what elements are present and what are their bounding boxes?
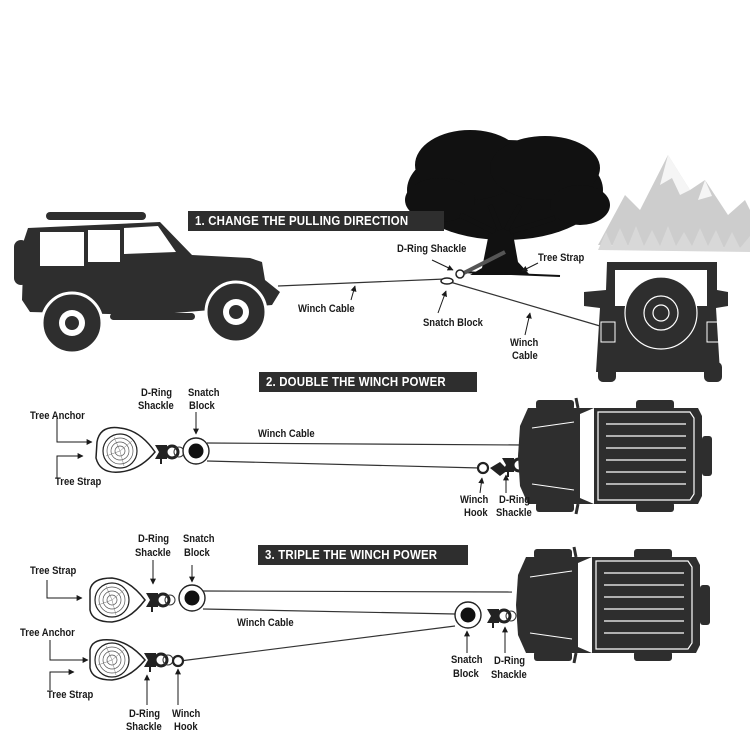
label-d-ring-vehicle-line2: Shackle	[491, 669, 527, 681]
label-d-ring-bottom-line2: Shackle	[126, 721, 162, 733]
label-winch-cable: Winch Cable	[258, 428, 315, 440]
label-d-ring-shackle: D-Ring Shackle	[397, 243, 467, 255]
label-snatch-block-line1: Snatch	[188, 387, 220, 399]
label-snatch-block-vehicle-line1: Snatch	[451, 654, 483, 666]
label-snatch-block-top-line2: Block	[184, 547, 210, 559]
label-tree-strap-bottom: Tree Strap	[47, 689, 94, 701]
label-tree-anchor: Tree Anchor	[30, 410, 85, 422]
label-snatch-block-top-line1: Snatch	[183, 533, 215, 545]
label-vehicle-d-ring-line2: Shackle	[496, 507, 532, 519]
label-snatch-block: Snatch Block	[423, 317, 483, 329]
label-d-ring-top-line2: Shackle	[135, 547, 171, 559]
label-winch-hook-line2: Hook	[174, 721, 198, 733]
label-winch-hook-line2: Hook	[464, 507, 488, 519]
mountain-illustration	[598, 155, 750, 252]
label-d-ring-top-line1: D-Ring	[138, 533, 170, 545]
label-d-ring-bottom-line1: D-Ring	[129, 708, 161, 720]
label-tree-strap-top: Tree Strap	[30, 565, 77, 577]
section3-title: 3. TRIPLE THE WINCH POWER	[265, 547, 438, 562]
label-d-ring-line1: D-Ring	[141, 387, 173, 399]
label-d-ring-line2: Shackle	[138, 400, 174, 412]
label-winch-hook-line1: Winch	[460, 494, 489, 506]
section2-rigging	[56, 396, 714, 516]
section3-rigging	[46, 545, 712, 705]
label-snatch-block-vehicle-line2: Block	[453, 668, 479, 680]
section2-title: 2. DOUBLE THE WINCH POWER	[266, 374, 446, 389]
label-winch-cable-line1: Winch	[510, 337, 539, 349]
label-d-ring-vehicle-line1: D-Ring	[494, 655, 526, 667]
label-winch-cable: Winch Cable	[237, 617, 294, 629]
section1-rigging	[277, 250, 601, 336]
jeep-rear-view	[584, 262, 728, 382]
label-tree-strap: Tree Strap	[538, 252, 585, 264]
jeep-side-view	[14, 212, 280, 355]
section1-title-banner: 1. CHANGE THE PULLING DIRECTION	[188, 211, 445, 231]
label-snatch-block-line2: Block	[189, 400, 215, 412]
label-tree-strap: Tree Strap	[55, 476, 102, 488]
label-winch-cable: Winch Cable	[298, 303, 355, 315]
label-tree-anchor: Tree Anchor	[20, 627, 75, 639]
section2-title-banner: 2. DOUBLE THE WINCH POWER	[259, 372, 478, 392]
label-winch-cable-line2: Cable	[512, 350, 538, 362]
section3-title-banner: 3. TRIPLE THE WINCH POWER	[258, 545, 468, 565]
label-vehicle-d-ring-line1: D-Ring	[499, 494, 531, 506]
section1-title: 1. CHANGE THE PULLING DIRECTION	[195, 213, 409, 228]
label-winch-hook-line1: Winch	[172, 708, 201, 720]
